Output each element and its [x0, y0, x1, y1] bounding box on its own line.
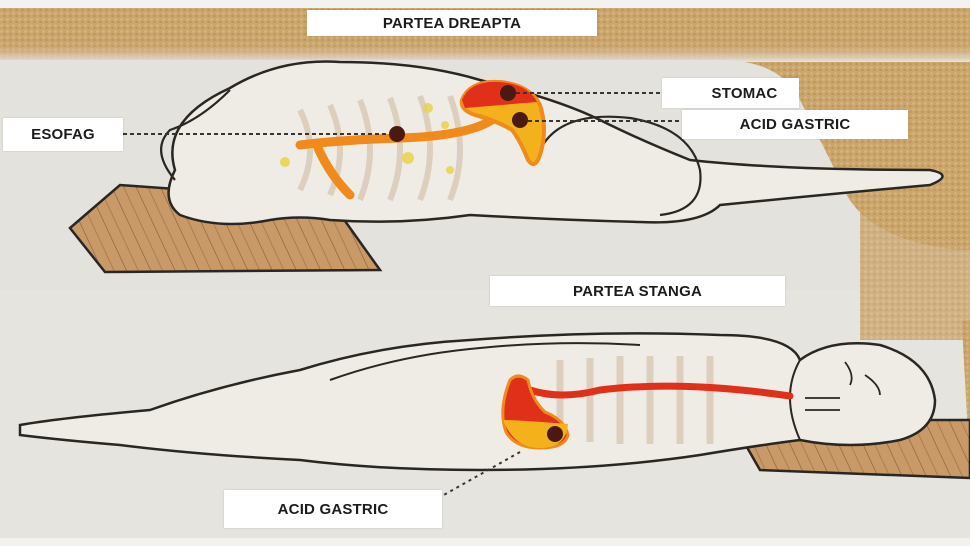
label-acid-gastric-bottom: ACID GASTRIC [224, 490, 442, 528]
label-text: PARTEA STANGA [573, 282, 702, 300]
label-text: ACID GASTRIC [739, 116, 851, 133]
label-esofag: ESOFAG [3, 118, 123, 151]
acid-dot-bottom [547, 426, 563, 442]
top-figure-right-side [68, 60, 944, 274]
label-text: ESOFAG [31, 126, 95, 143]
label-partea-dreapta: PARTEA DREAPTA [307, 10, 597, 36]
bottom-figure-left-side [18, 332, 970, 497]
label-stomac: STOMAC [662, 78, 799, 108]
acid-dot-top [512, 112, 528, 128]
label-acid-gastric-top: ACID GASTRIC [682, 110, 908, 139]
label-partea-stanga: PARTEA STANGA [490, 276, 785, 306]
label-text: STOMAC [711, 84, 778, 102]
label-text: ACID GASTRIC [277, 500, 389, 518]
stomach-dot [500, 85, 516, 101]
label-text: PARTEA DREAPTA [382, 14, 522, 32]
esophagus-dot [389, 126, 405, 142]
